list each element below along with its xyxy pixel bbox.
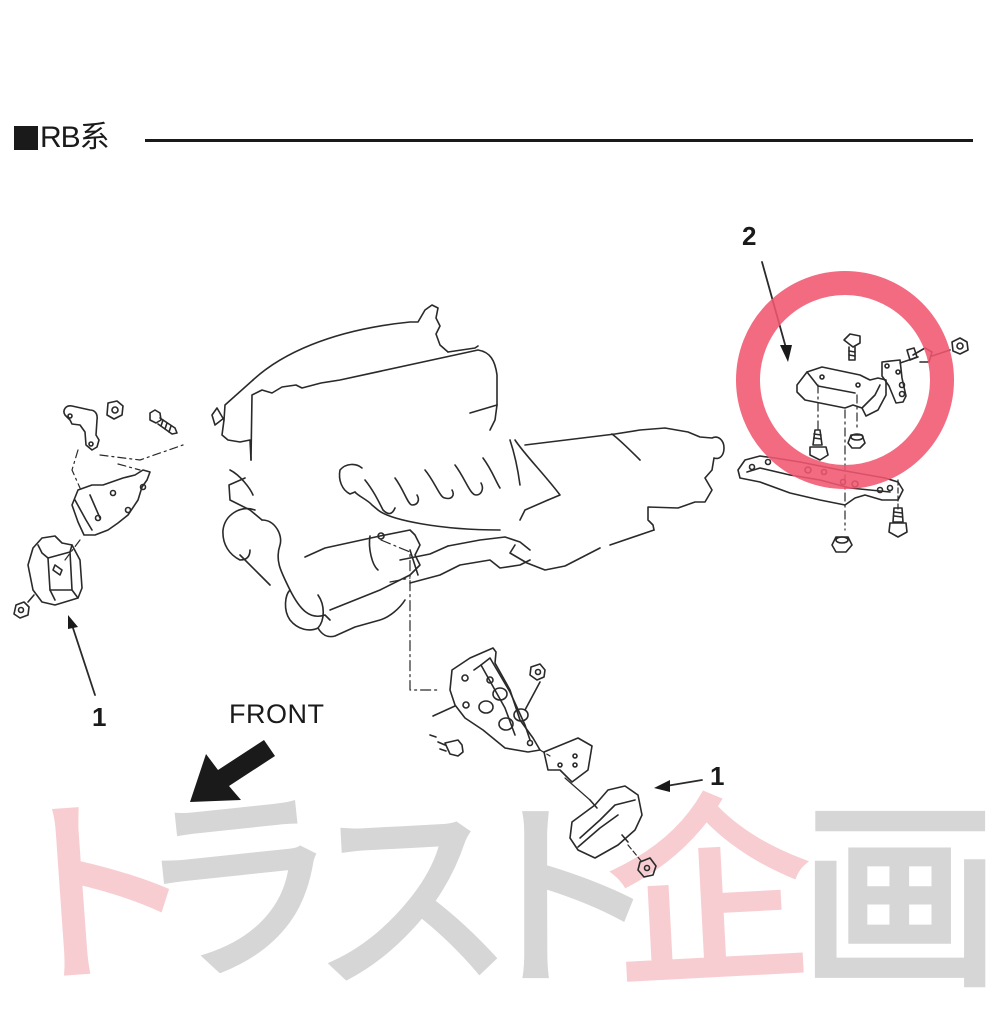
rear-transmission-mount: [737, 261, 969, 553]
section-divider: [145, 139, 973, 142]
right-engine-mount: [429, 647, 703, 878]
exploded-parts-diagram: [13, 261, 969, 878]
watermark-char-6: 画: [800, 782, 1000, 1017]
engine-transmission-assembly: [211, 304, 725, 638]
section-header: RB系: [14, 118, 110, 158]
callout-part-1-right: 1: [710, 761, 725, 791]
watermark-char-4: ト: [460, 782, 661, 1017]
front-arrow-icon: [190, 740, 275, 802]
callout-part-1-left: 1: [92, 702, 107, 732]
callout-part-2: 2: [742, 221, 757, 251]
front-label: FRONT: [229, 699, 325, 729]
section-title: RB系: [40, 121, 110, 154]
highlight-ring: [736, 271, 954, 489]
mount-alignment-lines: [380, 539, 439, 691]
square-bullet-icon: [14, 126, 38, 150]
left-engine-mount: [13, 400, 184, 696]
